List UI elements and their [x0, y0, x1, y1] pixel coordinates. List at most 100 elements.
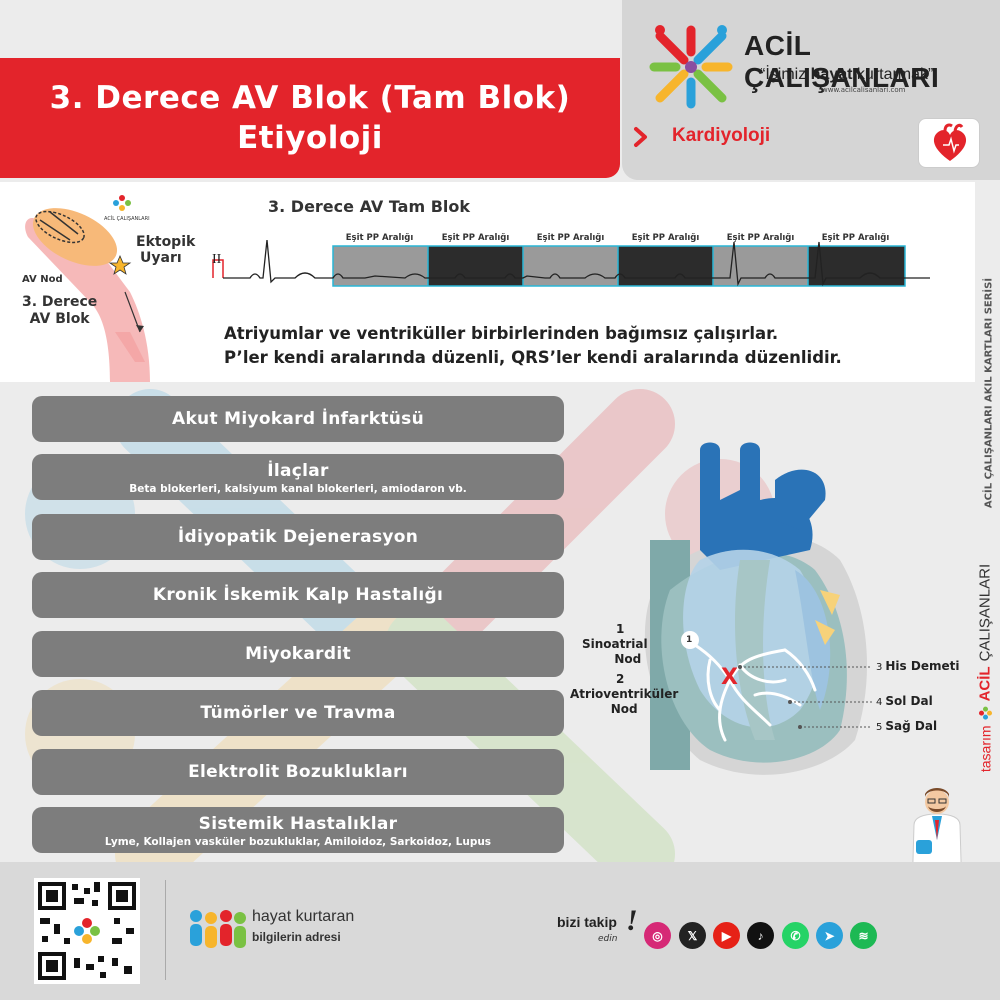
hayat-kurtaran-people-icon	[190, 910, 246, 948]
heart-conduction-illustration	[644, 442, 867, 775]
tiktok-icon[interactable]: ♪	[747, 922, 774, 949]
series-text: ACİL ÇALIŞANLARI AKIL KARTLARI SERİSİ	[983, 277, 995, 509]
sinoatrial-node-label: 1 Sinoatrial Nod	[582, 622, 648, 667]
cause-name: İdiyopatik Dejenerasyon	[177, 527, 419, 547]
block-x-mark: X	[721, 665, 738, 690]
slogan-post: kurtarmak”	[852, 66, 934, 83]
x-glyph: 𝕏	[687, 928, 698, 943]
hk-title: hayat kurtaran	[252, 908, 355, 925]
sag-number: 5	[876, 722, 883, 733]
follow-label: bizi takip	[557, 914, 617, 930]
av-nod-label: AV Nod	[22, 274, 63, 285]
whatsapp-glyph: ✆	[790, 928, 801, 943]
category-label[interactable]: Kardiyoloji	[672, 125, 771, 146]
pp-label: Eşit PP Aralığı	[821, 233, 890, 243]
footer-divider	[165, 880, 166, 980]
brand-url[interactable]: www.acilcalisanlari.com	[822, 86, 906, 94]
youtube-icon[interactable]: ▶	[713, 922, 740, 949]
cause-name: İlaçlar	[267, 460, 329, 481]
spotify-glyph: ≋	[858, 928, 869, 943]
design-calisanlari: ÇALIŞANLARI	[976, 563, 994, 662]
telegram-glyph: ➤	[824, 928, 835, 943]
cause-item[interactable]: Miyokardit	[32, 631, 564, 677]
spotify-icon[interactable]: ≋	[850, 922, 877, 949]
sa-number: 1	[616, 622, 625, 636]
slogan-bold: hayat	[810, 66, 853, 83]
ektopik-line1: Ektopik	[136, 234, 196, 250]
sa-line2: Nod	[614, 652, 642, 666]
sol-text: Sol Dal	[885, 694, 933, 708]
tiktok-glyph: ♪	[757, 928, 764, 943]
cause-item[interactable]: İdiyopatik Dejenerasyon	[32, 514, 564, 560]
series-vertical-label: ACİL ÇALIŞANLARI AKIL KARTLARI SERİSİ	[980, 262, 998, 524]
ecg-strip	[212, 240, 930, 287]
lead-label: II	[212, 252, 222, 267]
youtube-glyph: ▶	[721, 928, 732, 943]
av-node-label: 2 Atrioventriküler Nod	[570, 672, 678, 717]
sa-line1: Sinoatrial	[582, 637, 648, 651]
brand-slogan: “İşimiz hayat kurtarmak”	[760, 66, 933, 84]
cause-name: Elektrolit Bozuklukları	[188, 762, 408, 782]
mini-logo-icon	[978, 706, 992, 720]
heart-category-icon	[918, 118, 980, 168]
svg-text:ACİL ÇALIŞANLARI: ACİL ÇALIŞANLARI	[104, 215, 150, 222]
pp-label: Eşit PP Aralığı	[345, 233, 414, 243]
ecg-title: 3. Derece AV Tam Blok	[268, 197, 471, 216]
chevron-right-icon	[634, 127, 647, 147]
design-credit: tasarım ACİL ÇALIŞANLARI	[970, 548, 1000, 788]
follow-suffix: edin	[598, 934, 618, 944]
sa-marker: 1	[686, 635, 693, 645]
cause-name: Akut Miyokard İnfarktüsü	[172, 409, 424, 429]
ecg-description-line1: Atriyumlar ve ventriküller birbirlerinde…	[224, 324, 779, 343]
conduction-diagram: ACİL ÇALIŞANLARI	[25, 195, 150, 382]
cause-detail: Beta blokerleri, kalsiyum kanal blokerle…	[129, 482, 467, 495]
pp-label: Eşit PP Aralığı	[536, 233, 605, 243]
av-line2: Nod	[610, 702, 638, 716]
av-line1: Atrioventriküler	[570, 687, 679, 701]
whatsapp-icon[interactable]: ✆	[782, 922, 809, 949]
sol-number: 4	[876, 697, 883, 708]
page-subtitle: Etiyoloji	[237, 120, 383, 156]
his-number: 3	[876, 662, 883, 673]
cause-item[interactable]: Akut Miyokard İnfarktüsü	[32, 396, 564, 442]
cause-name: Sistemik Hastalıklar	[198, 813, 398, 834]
design-prefix: tasarım	[977, 725, 993, 773]
ektopik-line2: Uyarı	[140, 250, 182, 266]
x-icon[interactable]: 𝕏	[679, 922, 706, 949]
cause-detail: Lyme, Kollajen vasküler bozukluklar, Ami…	[104, 835, 492, 848]
pp-label: Eşit PP Aralığı	[631, 233, 700, 243]
cause-name: Miyokardit	[245, 644, 351, 664]
cause-item[interactable]: Elektrolit Bozuklukları	[32, 749, 564, 795]
heart-leader-lines	[738, 665, 872, 729]
instagram-glyph: ◎	[652, 928, 663, 943]
cause-item[interactable]: Kronik İskemik Kalp Hastalığı	[32, 572, 564, 618]
cause-name: Kronik İskemik Kalp Hastalığı	[152, 585, 444, 605]
qr-code-icon[interactable]	[34, 878, 140, 984]
cause-item[interactable]: Tümörler ve Travma	[32, 690, 564, 736]
av-number: 2	[616, 672, 625, 686]
derece-line2: AV Blok	[29, 311, 90, 327]
title-banner: 3. Derece AV Blok (Tam Blok) Etiyoloji	[0, 58, 620, 178]
instagram-icon[interactable]: ◎	[644, 922, 671, 949]
derece-line1: 3. Derece	[22, 294, 98, 310]
follow-exclamation: !	[626, 904, 638, 937]
telegram-icon[interactable]: ➤	[816, 922, 843, 949]
hk-subtitle: bilgilerin adresi	[252, 930, 341, 944]
cause-name: Tümörler ve Travma	[200, 703, 396, 723]
ecg-description-line2: P’ler kendi aralarında düzenli, QRS’ler …	[224, 348, 842, 367]
slogan-pre: “İşimiz	[760, 66, 811, 83]
brand-name: ACİL ÇALIŞANLARI	[744, 30, 940, 93]
his-text: His Demeti	[885, 659, 960, 673]
pp-label: Eşit PP Aralığı	[726, 233, 795, 243]
pp-label: Eşit PP Aralığı	[441, 233, 510, 243]
sag-text: Sağ Dal	[885, 719, 938, 733]
acil-calisanlari-logo-icon	[649, 25, 733, 109]
